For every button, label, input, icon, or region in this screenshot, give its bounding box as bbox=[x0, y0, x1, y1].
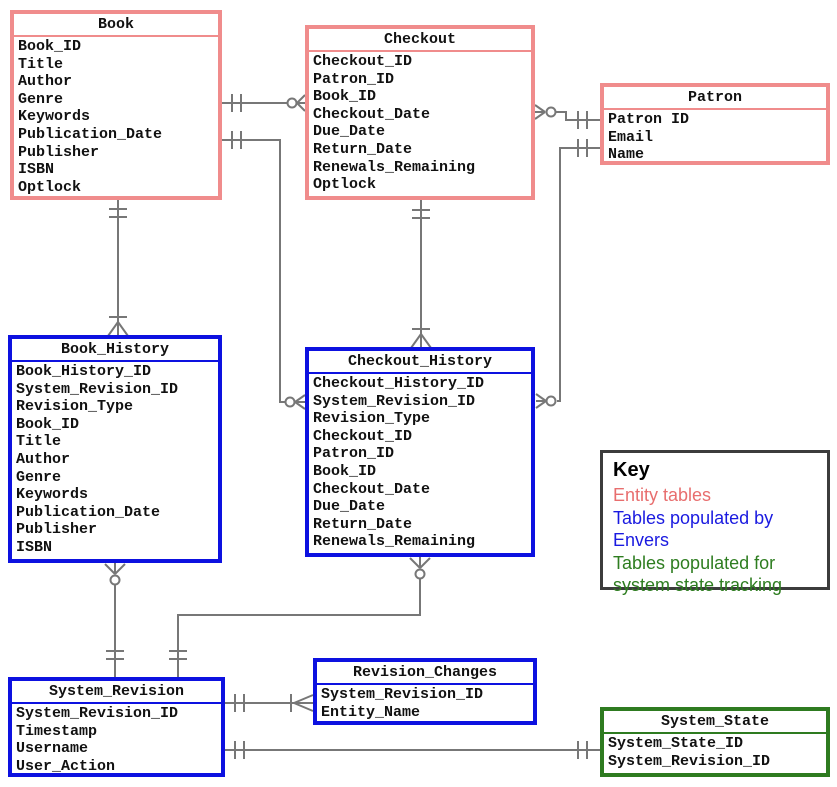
table-field: ISBN bbox=[18, 161, 55, 179]
table-field: System_Revision_ID bbox=[313, 392, 476, 410]
table-field: Optlock bbox=[18, 178, 82, 196]
table-field: Genre bbox=[18, 90, 64, 108]
table-field: Name bbox=[608, 146, 645, 164]
table-field: System_Revision_ID bbox=[608, 752, 771, 770]
table-field: Patron_ID bbox=[313, 70, 395, 88]
crow-foot-icon bbox=[293, 694, 314, 712]
table-field: Checkout_ID bbox=[313, 53, 413, 70]
table-checkout-history-title: Checkout_History bbox=[309, 351, 531, 374]
table-field: Book_ID bbox=[16, 415, 80, 433]
table-field: Due_Date bbox=[313, 498, 386, 516]
table-field: Title bbox=[16, 433, 62, 451]
table-field: Email bbox=[608, 128, 654, 146]
table-book-history-title: Book_History bbox=[12, 339, 218, 362]
table-field: Optlock bbox=[313, 176, 377, 194]
crow-foot-icon bbox=[296, 94, 306, 112]
crow-foot-icon bbox=[107, 321, 129, 337]
table-field: Publisher bbox=[16, 521, 98, 539]
table-field: System_Revision_ID bbox=[16, 380, 179, 398]
table-field: Checkout_Date bbox=[313, 105, 431, 123]
table-patron-title: Patron bbox=[604, 87, 826, 110]
table-checkout-title: Checkout bbox=[309, 29, 531, 52]
table-field: Checkout_ID bbox=[313, 427, 413, 445]
table-field: System_Revision_ID bbox=[16, 705, 179, 722]
rel-book-history-system-revision bbox=[104, 563, 126, 677]
rel-system-revision-revision-changes bbox=[225, 694, 314, 712]
table-field: Publication_Date bbox=[18, 125, 163, 143]
table-field: Revision_Type bbox=[313, 410, 431, 428]
crow-foot-icon bbox=[535, 393, 547, 409]
table-field: Return_Date bbox=[313, 515, 413, 533]
rel-patron-checkout-history bbox=[535, 139, 600, 409]
table-system-state-title: System_State bbox=[604, 711, 826, 734]
rel-checkout-checkout-history bbox=[410, 200, 432, 349]
table-revision-changes-title: Revision_Changes bbox=[317, 662, 533, 685]
crow-foot-icon bbox=[534, 104, 546, 120]
table-field: Book_ID bbox=[313, 462, 377, 480]
table-field: Author bbox=[18, 73, 73, 91]
rel-book-checkout bbox=[222, 94, 306, 112]
table-field: Renewals_Remaining bbox=[313, 533, 476, 551]
table-field: Due_Date bbox=[313, 123, 386, 141]
rel-book-checkout-history bbox=[222, 131, 306, 410]
table-field: Keywords bbox=[18, 108, 91, 126]
key-entry: Entity tables bbox=[613, 485, 712, 505]
table-field: System_State_ID bbox=[608, 735, 744, 752]
table-field: Revision_Type bbox=[16, 398, 134, 416]
table-field: Return_Date bbox=[313, 140, 413, 158]
table-field: Author bbox=[16, 450, 71, 468]
key-entry: Tables populated for system state tracki… bbox=[613, 552, 783, 596]
key-entry: Tables populated by Envers bbox=[613, 507, 774, 551]
table-field: Timestamp bbox=[16, 722, 98, 740]
table-system-revision-title: System_Revision bbox=[12, 681, 221, 704]
crow-foot-icon bbox=[410, 333, 432, 349]
table-field: Renewals_Remaining bbox=[313, 158, 476, 176]
table-field: Username bbox=[16, 740, 89, 758]
table-field: Book_History_ID bbox=[16, 363, 152, 380]
table-field: Entity_Name bbox=[321, 703, 421, 721]
table-field: Keywords bbox=[16, 486, 89, 504]
crow-foot-icon bbox=[409, 557, 431, 569]
crow-foot-icon bbox=[104, 563, 126, 575]
table-field: User_Action bbox=[16, 757, 116, 775]
legend-title: Key bbox=[613, 459, 650, 481]
table-field: Publication_Date bbox=[16, 503, 161, 521]
rel-system-revision-system-state bbox=[225, 741, 600, 759]
table-field: System_Revision_ID bbox=[321, 686, 484, 703]
table-field: Checkout_History_ID bbox=[313, 375, 485, 392]
rel-checkout-patron bbox=[534, 104, 600, 129]
table-field: Publisher bbox=[18, 143, 100, 161]
table-field: Checkout_Date bbox=[313, 480, 431, 498]
table-book-title: Book bbox=[14, 14, 218, 37]
crow-foot-icon bbox=[294, 394, 306, 410]
table-field: Book_ID bbox=[313, 88, 377, 106]
table-field: ISBN bbox=[16, 538, 53, 556]
rel-book-book-history bbox=[107, 200, 129, 337]
table-field: Title bbox=[18, 55, 64, 73]
table-field: Book_ID bbox=[18, 38, 82, 55]
table-field: Genre bbox=[16, 468, 62, 486]
table-field: Patron_ID bbox=[313, 445, 395, 463]
table-field: Patron ID bbox=[608, 111, 690, 128]
